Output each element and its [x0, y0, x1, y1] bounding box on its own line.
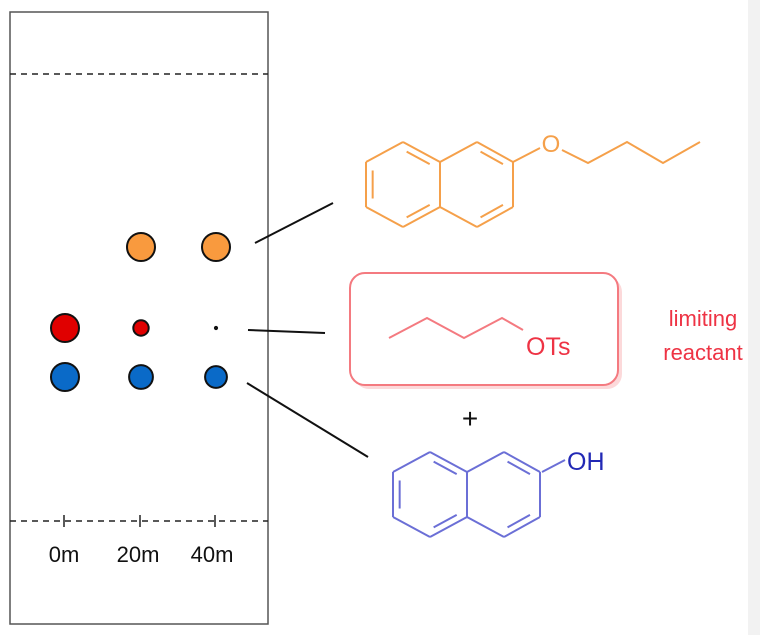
spot-naphthol-lane-2	[204, 365, 228, 389]
oh-label: OH	[567, 448, 605, 476]
leader-line-naphthol	[246, 382, 369, 458]
spot-naphthol-lane-0	[50, 362, 80, 392]
double-bond	[433, 514, 458, 529]
spot-product-lane-2	[201, 232, 231, 262]
double-bond	[433, 460, 458, 475]
plus-sign: +	[462, 403, 478, 434]
oh-bond	[541, 459, 566, 473]
oxygen-label: O	[542, 131, 561, 158]
leader-line-tosylate	[247, 329, 326, 334]
double-bond	[507, 460, 531, 475]
naphthalene-ring	[365, 141, 514, 228]
naphthalene-ring	[392, 451, 541, 538]
box-frame	[349, 272, 619, 386]
double-bond	[480, 150, 504, 165]
leader-line-product	[254, 202, 334, 244]
butyl-chain	[388, 316, 524, 340]
lane-label-1: 20m	[117, 542, 160, 567]
spot-tosylate-lane-1	[132, 319, 150, 337]
double-bond	[406, 204, 431, 219]
tlc-plate: 0m 20m 40m	[9, 11, 269, 625]
product-structure: O	[365, 131, 701, 228]
lane-label-0: 0m	[49, 542, 80, 567]
double-bond	[507, 514, 531, 529]
tosylate-box: OTs	[349, 272, 622, 389]
spot-tosylate-lane-0	[50, 313, 80, 343]
double-bond	[480, 204, 504, 219]
limiting-note-line2: reactant	[663, 340, 743, 365]
spot-tosylate-lane-2	[213, 325, 219, 331]
ots-label: OTs	[526, 333, 570, 361]
spot-naphthol-lane-1	[128, 364, 154, 390]
butyl-chain	[512, 140, 701, 165]
double-bond	[406, 150, 431, 165]
lane-label-2: 40m	[191, 542, 234, 567]
limiting-note-line1: limiting	[669, 306, 737, 331]
plate-outline	[9, 11, 269, 625]
naphthol-structure: OH	[392, 448, 605, 538]
spot-product-lane-1	[126, 232, 156, 262]
